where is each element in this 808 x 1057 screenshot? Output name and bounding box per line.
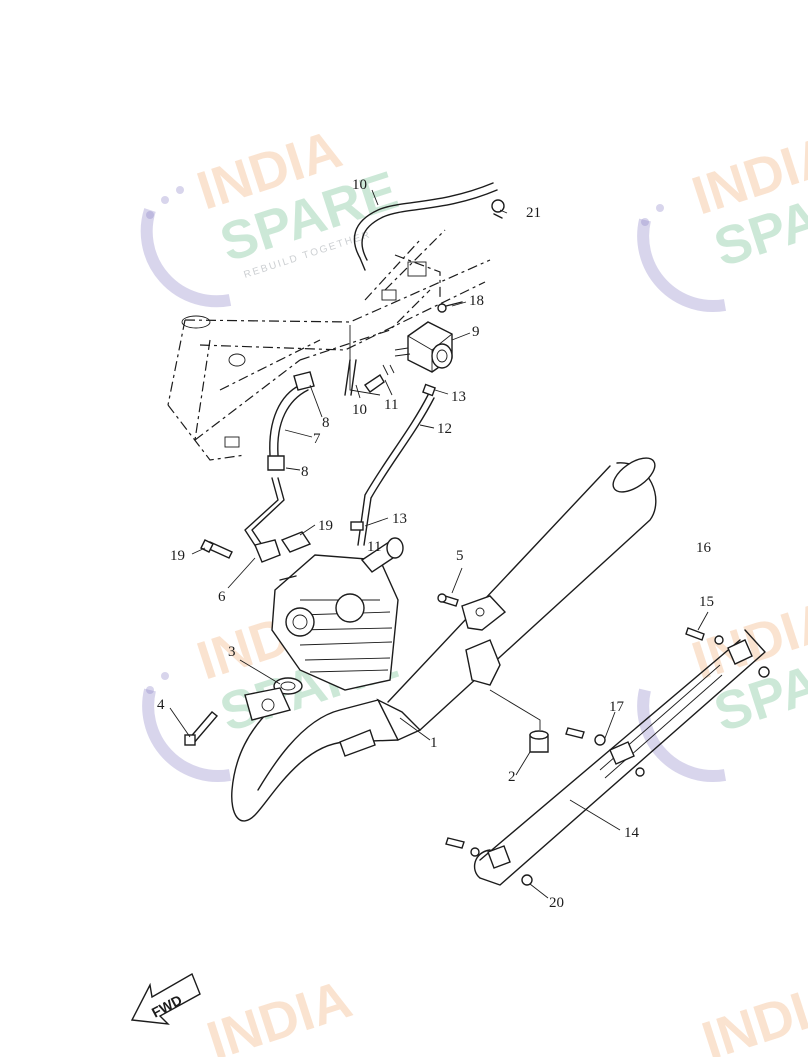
callout-4: 4 <box>157 697 165 713</box>
rubber-mount-2 <box>489 689 549 753</box>
callout-3: 3 <box>228 644 236 660</box>
callout-8-top: 8 <box>322 415 330 431</box>
callout-2: 2 <box>508 769 516 785</box>
callout-18: 20 <box>549 895 564 911</box>
pipe-6 <box>244 477 285 563</box>
callout-6: 6 <box>218 589 226 605</box>
callout-11: 11 <box>384 397 398 413</box>
callout-15: 15 <box>699 594 714 610</box>
callout-5: 5 <box>456 548 464 564</box>
bolt-15 <box>685 627 770 678</box>
hose-clip-21 <box>491 199 505 219</box>
callout-19-mid: 19 <box>318 518 333 534</box>
callouts: 10 21 18 9 10 11 13 12 8 7 8 13 19 11 19… <box>157 177 714 911</box>
watermark-bottom: INDIA INDIA <box>200 969 808 1057</box>
leader-lines <box>169 189 709 899</box>
bolt-19-top <box>437 301 463 313</box>
gasket-19 <box>280 531 312 553</box>
callout-10-top: 10 <box>352 177 367 193</box>
hose-12 <box>350 383 436 546</box>
callout-11-mid: 11 <box>367 539 381 555</box>
callout-13-top: 13 <box>451 389 466 405</box>
callout-21: 21 <box>526 205 541 221</box>
callout-16: 16 <box>696 540 712 556</box>
engine-cylinder <box>271 537 404 691</box>
bracket-5 <box>437 593 507 686</box>
bolt-20 <box>200 539 233 559</box>
callout-7: 7 <box>313 431 321 447</box>
callout-19-top: 18 <box>469 293 484 309</box>
air-valve-box <box>394 321 453 373</box>
hose-7 <box>267 371 315 471</box>
small-hose-11 <box>364 364 395 393</box>
bolt-17 <box>565 727 645 777</box>
callout-20: 19 <box>170 548 185 564</box>
washer-18 <box>445 837 533 886</box>
callout-8-bottom: 8 <box>301 464 309 480</box>
frame-outline <box>167 229 491 461</box>
muffler-stay-14 <box>473 629 766 886</box>
callout-13-mid: 13 <box>392 511 407 527</box>
stud-bolt-4 <box>184 711 219 746</box>
callout-9: 9 <box>472 324 480 340</box>
exhaust-muffler <box>231 457 657 822</box>
breather-hose <box>344 182 498 396</box>
forward-direction-arrow: FWD <box>130 972 201 1025</box>
watermark-top-right: INDIA SPARE <box>637 124 808 312</box>
watermark-mid-right: INDIA SPARE <box>637 589 808 782</box>
callout-17: 17 <box>609 699 625 715</box>
callout-14: 14 <box>624 825 640 841</box>
watermark-line1-bottom: INDIA <box>200 969 358 1057</box>
callout-10-bottom: 10 <box>352 402 367 418</box>
watermark-line1-bottom-right: INDIA <box>695 969 808 1057</box>
watermark-top-left: INDIA SPARE REBUILD TOGETHER <box>140 119 405 308</box>
callout-1: 1 <box>430 735 438 751</box>
callout-12: 12 <box>437 421 452 437</box>
